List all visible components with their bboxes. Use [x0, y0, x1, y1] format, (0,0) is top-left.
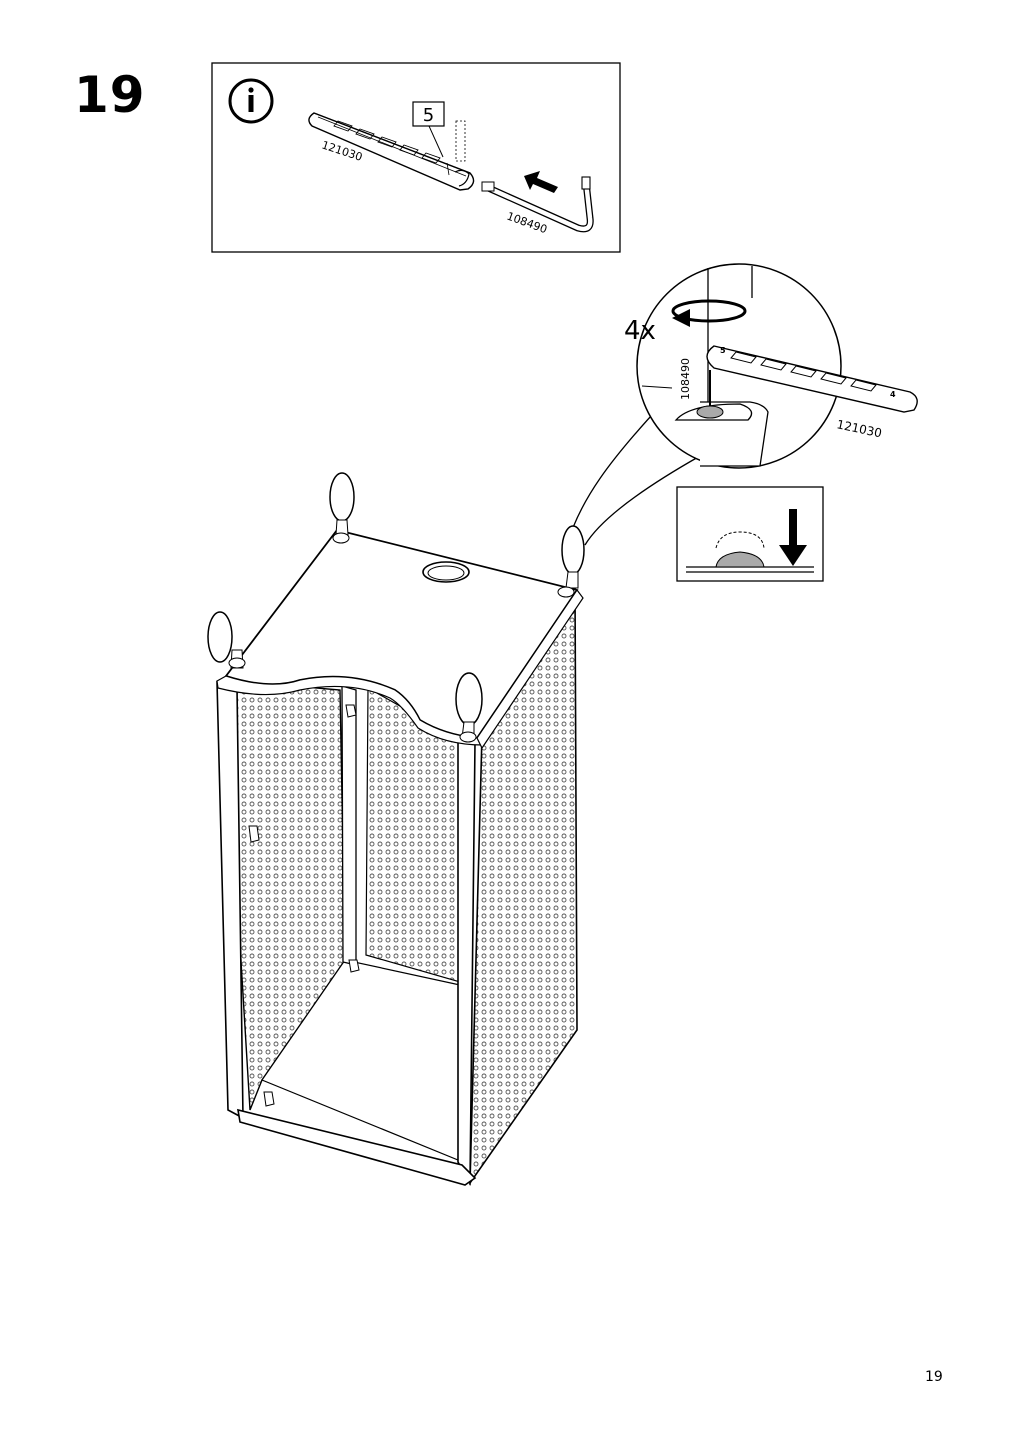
- arrow-left-icon: [524, 171, 558, 193]
- arrow-down-icon: [779, 509, 807, 566]
- glide-icon: [329, 472, 355, 544]
- cable-hole: [422, 561, 470, 583]
- glide-icon: [455, 672, 483, 743]
- detail-rail-part-number: 121030: [835, 417, 883, 440]
- cabinet-illustration: [207, 472, 585, 1186]
- rail-detail-icon: 5 4: [706, 345, 918, 413]
- detail-callout: 4x 5 4 108490 121030: [566, 263, 918, 546]
- rotate-arrow-icon: [671, 299, 747, 327]
- dashed-bolt-icon: [446, 120, 466, 176]
- rail-mark-start: 5: [720, 346, 726, 355]
- page-number: 19: [925, 1369, 943, 1385]
- glide-icon: [557, 525, 585, 598]
- step-number: 19: [74, 66, 146, 124]
- info-icon: [228, 78, 274, 124]
- info-panel: 5 121030 108490: [211, 62, 621, 253]
- glide-icon: [207, 611, 246, 669]
- press-detail-box: [676, 486, 824, 582]
- badge-number: 5: [423, 105, 434, 126]
- position-badge: 5: [412, 101, 445, 158]
- rail-121030-icon: [308, 112, 475, 191]
- rail-mark-end: 4: [890, 390, 896, 399]
- repeat-count: 4x: [624, 316, 656, 346]
- allen-key-108490-icon: [481, 176, 594, 233]
- detail-key-part-number: 108490: [679, 358, 692, 400]
